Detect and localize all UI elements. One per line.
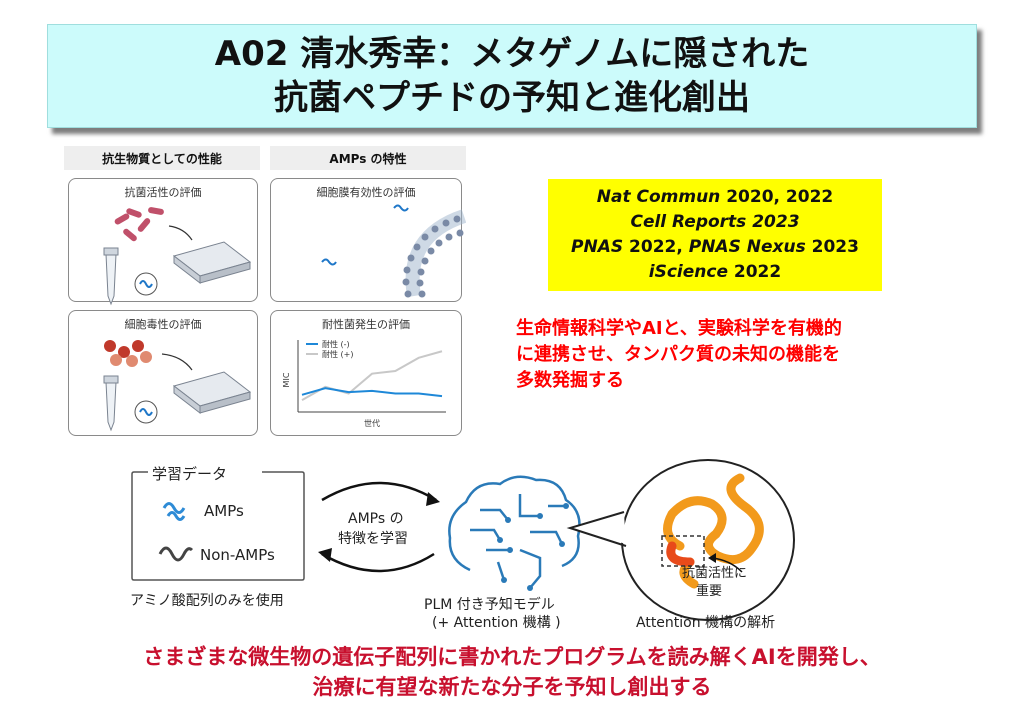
conclusion-text: さまざまな微生物の遺伝子配列に書かれたプログラムを読み解くAIを開発し、 治療に…: [0, 642, 1024, 702]
journal-cell-reports: Cell Reports 2023: [630, 212, 800, 232]
journal-list: Nat Commun 2020, 2022 Cell Reports 2023 …: [548, 179, 882, 291]
conclusion-line-2: 治療に有望な新たな分子を予知し創出する: [312, 675, 712, 699]
title-banner: A02 清水秀幸：メタゲノムに隠された 抗菌ペプチドの予知と進化創出: [47, 24, 977, 128]
panel-cytotoxicity-title: 細胞毒性の評価: [124, 318, 202, 331]
series-line-resistance-plus: [301, 350, 443, 401]
important-region-box: [661, 535, 705, 567]
learn-arrow-forward: [321, 481, 437, 502]
journal-line-2: Cell Reports 2023: [630, 210, 799, 235]
resistance-chart: MIC 世代 耐性 (-) 耐性 (+): [282, 339, 446, 428]
arrow-head-icon: [318, 548, 332, 562]
journal-line-1: Nat Commun 2020, 2022: [597, 185, 833, 210]
well-plate-icon: [172, 241, 252, 285]
workflow-graphics: [131, 459, 795, 621]
journal-pnas: PNAS: [571, 237, 624, 257]
figure-right-header: AMPs の特性: [270, 146, 466, 170]
legend-minus-label: 耐性 (-): [322, 339, 350, 349]
arrow-head-icon: [708, 553, 716, 563]
well-plate-icon: [172, 371, 252, 415]
learn-text-2: 特徴を学習: [338, 531, 408, 547]
amps-label: AMPs: [204, 502, 244, 520]
arrow-icon: [168, 225, 193, 241]
title-line-1: A02 清水秀幸：メタゲノムに隠された: [214, 34, 810, 74]
brain-circuit-icon: [448, 475, 581, 589]
journal-iscience-years: 2022: [727, 262, 782, 282]
panel-resistance: 耐性菌発生の評価: [270, 310, 462, 436]
journal-pnas-years: 2022,: [623, 237, 689, 257]
arrow-head-icon: [426, 492, 440, 506]
panel-cytotoxicity: 細胞毒性の評価: [68, 310, 258, 436]
journal-nat-commun: Nat Commun: [596, 187, 721, 207]
bubble-text-1: 抗菌活性に: [682, 566, 748, 581]
summary-text: 生命情報科学やAIと、実験科学を有機的 に連携させ、タンパク質の未知の機能を 多…: [516, 316, 966, 394]
model-label-2: (+ Attention 機構 ): [432, 615, 561, 631]
summary-line-1: 生命情報科学やAIと、実験科学を有機的: [516, 318, 842, 339]
journal-pnas-nexus-years: 2023: [805, 237, 859, 257]
peptide-icon: [139, 280, 153, 288]
figure-illustrations: MIC 世代 耐性 (-) 耐性 (+): [103, 204, 466, 432]
training-data-box: [131, 471, 305, 581]
ai-workflow-diagram: 学習データ AMPs Non-AMPs AMPs の 特徴を学習 アミノ酸配列の…: [0, 450, 1024, 640]
title-line-2: 抗菌ペプチドの予知と進化創出: [274, 78, 750, 118]
peptide-icon: [139, 408, 153, 416]
model-label-1: PLM 付き予知モデル: [424, 597, 555, 613]
chart-xlabel: 世代: [364, 418, 380, 428]
non-amps-label: Non-AMPs: [200, 546, 275, 564]
peptide-icon: [321, 258, 337, 266]
conclusion-line-1: さまざまな微生物の遺伝子配列に書かれたプログラムを読み解くAIを開発し、: [143, 645, 881, 669]
journal-iscience: iScience: [648, 262, 728, 282]
series-line-resistance-minus: [301, 387, 443, 398]
panel-antibacterial: 抗菌活性の評価: [68, 178, 258, 302]
chart-ylabel: MIC: [282, 372, 291, 387]
experiment-figure: 抗生物質としての性能 AMPs の特性 抗菌活性の評価 細胞膜有効性の評価 細胞…: [64, 146, 466, 442]
summary-line-3: 多数発掘する: [516, 370, 624, 391]
bubble-text-2: 重要: [696, 584, 723, 599]
learn-arrow-back: [321, 552, 435, 573]
attention-analysis-label: Attention 機構の解析: [636, 615, 776, 631]
pipette-icon: [103, 247, 119, 306]
summary-line-2: に連携させ、タンパク質の未知の機能を: [516, 344, 840, 365]
journal-nat-commun-years: 2020, 2022: [720, 187, 834, 207]
training-data-label: 学習データ: [150, 463, 230, 484]
circuit-nodes-icon: [497, 503, 569, 591]
panel-membrane-title: 細胞膜有効性の評価: [316, 186, 416, 199]
learn-text-1: AMPs の: [348, 511, 404, 527]
pipette-icon: [103, 375, 119, 432]
panel-antibacterial-title: 抗菌活性の評価: [124, 186, 202, 199]
cells-icon: [104, 340, 152, 367]
speech-bubble-tail-outline: [566, 511, 627, 547]
arrow-icon: [161, 353, 193, 371]
non-amp-peptide-icon: [158, 546, 194, 562]
bacteria-icon: [114, 207, 164, 242]
peptide-icon: [393, 204, 409, 212]
figure-left-header: 抗生物質としての性能: [64, 146, 260, 170]
journal-line-3: PNAS 2022, PNAS Nexus 2023: [571, 235, 859, 260]
legend-plus-label: 耐性 (+): [322, 349, 354, 359]
amino-only-label: アミノ酸配列のみを使用: [130, 593, 284, 609]
speech-bubble-tail: [570, 514, 626, 544]
amp-peptide-icon: [162, 502, 186, 521]
panel-resistance-title: 耐性菌発生の評価: [322, 318, 410, 331]
journal-line-4: iScience 2022: [649, 260, 781, 285]
journal-pnas-nexus: PNAS Nexus: [688, 237, 806, 257]
membrane-icon: [402, 209, 466, 298]
protein-highlight-icon: [666, 541, 695, 567]
